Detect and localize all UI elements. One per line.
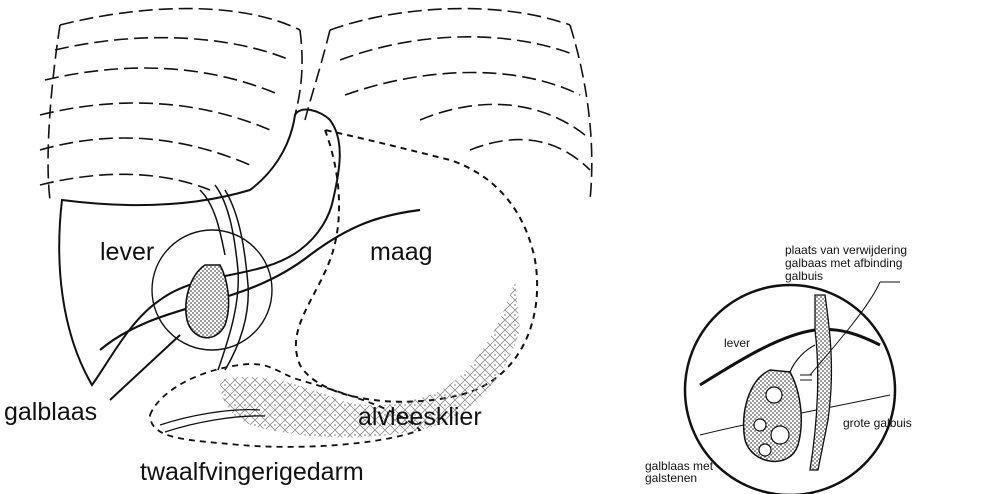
gallstone	[766, 387, 782, 403]
common-bile-duct	[810, 295, 831, 470]
label-liver: lever	[100, 240, 154, 265]
label-common-bile-duct: grote galbuis	[843, 417, 912, 429]
label-gallstones-line-2: galstenen	[645, 472, 697, 484]
label-pancreas: alvleesklier	[358, 405, 482, 430]
label-gallbladder: galblaas	[4, 400, 97, 425]
label-stomach: maag	[370, 240, 433, 265]
label-duodenum: twaalfvingerigedarm	[140, 460, 364, 485]
gallstone	[759, 444, 771, 456]
gallstone	[754, 419, 766, 431]
label-removal-line-1: plaats van verwijdering	[785, 244, 907, 256]
gallstone	[771, 426, 789, 444]
label-removal-line-2: galbaas met afbinding	[785, 257, 902, 269]
label-removal-line-3: galbuis	[785, 270, 823, 282]
gallbladder-right	[744, 370, 802, 461]
label-liver-zoom: lever	[724, 337, 750, 349]
gallbladder-left	[186, 265, 229, 338]
ribcage	[40, 9, 592, 200]
